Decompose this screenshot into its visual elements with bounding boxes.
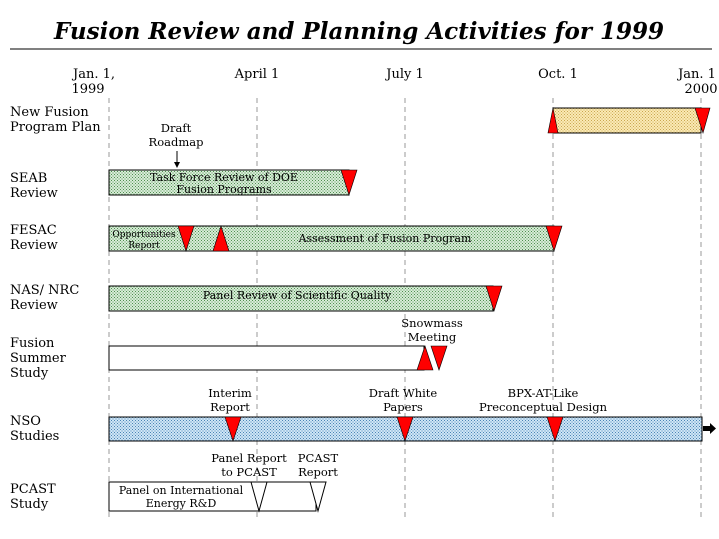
- milestone-start-marker: [547, 107, 559, 134]
- row-nso: Interim Report Draft White Papers BPX-AT…: [108, 386, 716, 442]
- bar-text-seab-2: Fusion Programs: [176, 183, 272, 196]
- row-label-nas-nrc-2: Review: [10, 298, 58, 313]
- row-label-fesac: FESAC: [10, 223, 57, 238]
- bar-new-fusion-plan: [552, 107, 702, 134]
- bar-fusion-summer: [108, 345, 425, 371]
- row-pcast: Panel Report to PCAST PCAST Report Panel…: [108, 451, 339, 513]
- annotation-bpx-at: BPX-AT-Like: [508, 386, 579, 400]
- milestone-panel-report: [250, 481, 268, 513]
- bar-nas-nrc: [108, 285, 494, 312]
- milestone-snowmass-start: [416, 345, 434, 371]
- milestone-fesac-start: [212, 225, 230, 252]
- timeline-axis: Jan. 1, 1999 April 1 July 1 Oct. 1 Jan. …: [71, 67, 718, 97]
- bar-pcast: [108, 481, 317, 512]
- bar-text-nas-nrc: Panel Review of Scientific Quality: [203, 289, 392, 302]
- bar-text-fesac: Assessment of Fusion Program: [298, 232, 472, 245]
- row-label-fusion-summer-3: Study: [10, 366, 49, 381]
- row-fusion-summer: Snowmass Meeting: [108, 316, 463, 371]
- row-label-pcast-2: Study: [10, 497, 49, 512]
- annotation-pcast-report: PCAST: [298, 451, 339, 465]
- tick-label-oct: Oct. 1: [538, 67, 578, 82]
- row-label-seab: SEAB: [10, 171, 47, 186]
- tick-label-jan-2000: Jan. 1: [676, 67, 716, 82]
- annotation-panel-report-2: to PCAST: [221, 465, 277, 479]
- bar-seab: [108, 169, 350, 196]
- milestone-bpx-at: [546, 416, 564, 442]
- row-new-fusion-plan: [547, 107, 711, 135]
- milestone-pcast-report: [309, 481, 327, 513]
- bar-text-opportunities: Opportunities: [112, 230, 176, 240]
- milestone-snowmass-end: [430, 345, 448, 371]
- row-label-new-fusion-plan-2: Program Plan: [10, 120, 101, 135]
- tick-label-april: April 1: [234, 67, 280, 82]
- annotation-interim-report: Interim: [208, 386, 252, 400]
- tick-label-jan-1999: Jan. 1,: [71, 67, 115, 82]
- bar-text-opportunities-2: Report: [128, 241, 160, 251]
- annotation-panel-report: Panel Report: [211, 451, 287, 465]
- tick-label-july: July 1: [384, 67, 424, 82]
- milestone-fesac-end: [545, 225, 563, 252]
- annotation-draft-roadmap: Draft: [161, 121, 192, 135]
- bar-text-pcast-2: Energy R&D: [146, 497, 217, 510]
- milestone-end-marker: [694, 107, 711, 135]
- milestone-seab-end: [340, 169, 358, 196]
- annotation-snowmass-2: Meeting: [408, 330, 457, 344]
- row-label-seab-2: Review: [10, 186, 58, 201]
- milestone-interim-report: [224, 416, 242, 442]
- tick-label-jan-2000-year: 2000: [684, 82, 717, 97]
- row-label-pcast: PCAST: [10, 482, 56, 497]
- page-title: Fusion Review and Planning Activities fo…: [53, 18, 664, 45]
- annotation-draft-white-papers-2: Papers: [383, 400, 423, 414]
- row-seab: Draft Roadmap Task Force Review of DOE F…: [108, 121, 358, 196]
- tick-label-jan-1999-year: 1999: [71, 82, 104, 97]
- row-label-nas-nrc: NAS/ NRC: [10, 283, 79, 298]
- row-label-nso-2: Studies: [10, 429, 59, 444]
- bar-text-pcast: Panel on International: [119, 484, 244, 497]
- annotation-snowmass: Snowmass: [401, 316, 463, 330]
- row-label-fesac-2: Review: [10, 238, 58, 253]
- milestone-draft-white-papers: [396, 416, 414, 442]
- continuation-arrow-shaft: [703, 426, 711, 431]
- annotation-pcast-report-2: Report: [298, 465, 338, 479]
- row-label-new-fusion-plan: New Fusion: [10, 105, 89, 120]
- row-label-fusion-summer: Fusion: [10, 336, 55, 351]
- annotation-interim-report-2: Report: [210, 400, 250, 414]
- draft-roadmap-arrowhead: [174, 162, 180, 168]
- row-label-nso: NSO: [10, 414, 41, 429]
- annotation-bpx-at-2: Preconceptual Design: [479, 400, 608, 414]
- row-fesac: Opportunities Report Assessment of Fusio…: [108, 225, 563, 252]
- row-labels: New Fusion Program Plan SEAB Review FESA…: [10, 105, 101, 512]
- annotation-draft-roadmap-2: Roadmap: [149, 135, 204, 149]
- row-label-fusion-summer-2: Summer: [10, 351, 67, 366]
- milestone-nas-nrc-end: [485, 285, 503, 312]
- annotation-draft-white-papers: Draft White: [369, 386, 438, 400]
- continuation-arrow-icon: [710, 423, 716, 434]
- row-nas-nrc: Panel Review of Scientific Quality: [108, 285, 503, 312]
- bar-text-seab: Task Force Review of DOE: [150, 171, 298, 184]
- milestone-opportunities-report: [177, 225, 195, 252]
